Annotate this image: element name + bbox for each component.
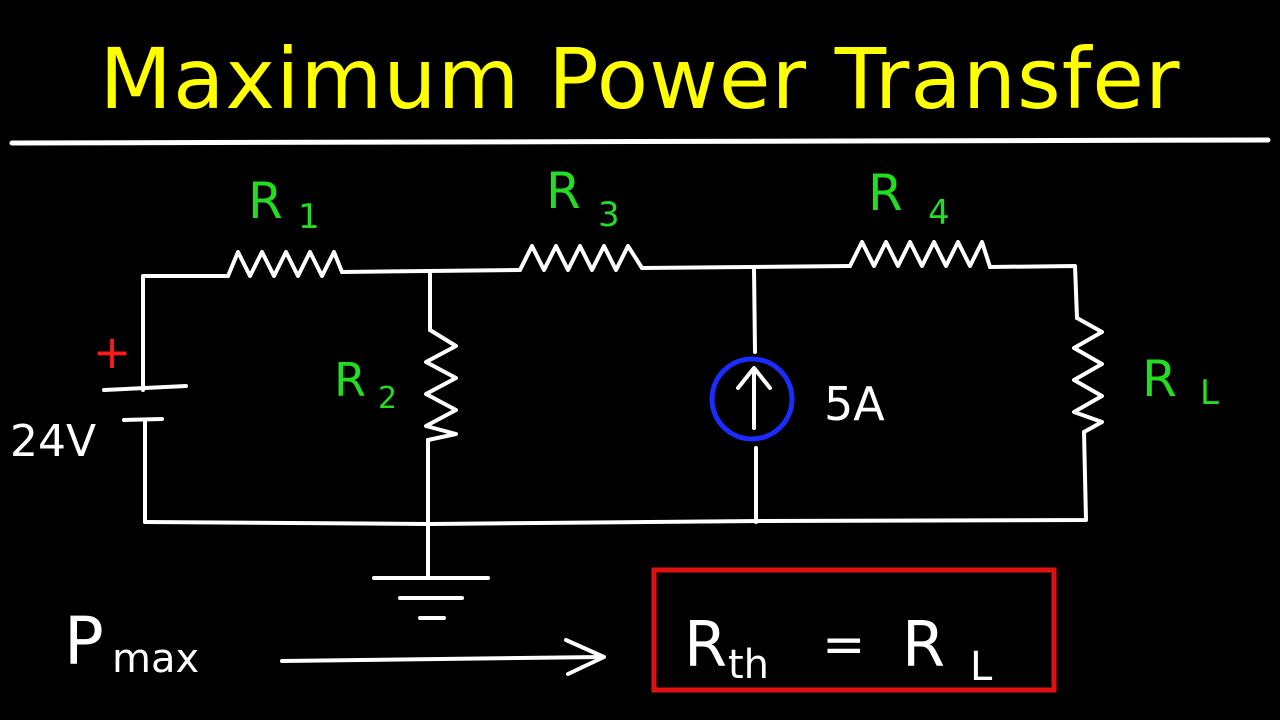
wire-top-mid <box>340 268 522 274</box>
label-r4: R 4 <box>868 164 950 233</box>
formula-text: R th = R L <box>684 608 993 690</box>
ground-symbol <box>372 576 490 620</box>
label-rl-sub: L <box>1200 373 1219 413</box>
arrow-head-icon <box>736 366 772 390</box>
label-r3-main: R <box>546 162 581 220</box>
label-rl-main: R <box>1142 350 1177 408</box>
label-r2: R 2 <box>334 353 397 416</box>
formula-rl-main: R <box>902 608 945 681</box>
label-r4-sub: 4 <box>928 193 950 233</box>
wire-top-right <box>640 264 852 270</box>
wire-right-top <box>988 264 1079 320</box>
resistor-r4-zigzag <box>848 240 992 269</box>
pmax-label: P max <box>64 603 199 682</box>
resistor-r1-zigzag <box>226 250 344 278</box>
resistor-r2-zigzag <box>424 328 458 442</box>
label-r1-main: R <box>248 172 283 230</box>
current-source <box>709 356 795 442</box>
resistor-rl-zigzag <box>1072 316 1104 434</box>
pmax-main: P <box>64 603 104 680</box>
formula-rth-sub: th <box>728 642 769 688</box>
formula-rth-main: R <box>684 608 727 681</box>
label-r1-sub: 1 <box>298 197 320 237</box>
wire-cs-top <box>752 266 757 354</box>
label-r3: R 3 <box>546 162 620 235</box>
page-title: Maximum Power Transfer <box>99 30 1180 128</box>
current-value: 5A <box>824 377 885 431</box>
current-source-circle <box>709 356 795 442</box>
voltage-source <box>102 384 188 422</box>
circuit-wires <box>141 264 1088 580</box>
label-rl: R L <box>1142 350 1219 413</box>
label-r2-main: R <box>334 353 366 407</box>
resistor-r3-zigzag <box>518 244 644 272</box>
title-underline <box>9 137 1271 146</box>
pmax-sub: max <box>112 636 199 682</box>
formula-box <box>651 567 1057 693</box>
formula-equals: = <box>822 615 866 675</box>
label-r3-sub: 3 <box>598 195 620 235</box>
label-r1: R 1 <box>248 172 320 237</box>
wire-bottom <box>143 430 1088 526</box>
voltage-value: 24V <box>10 416 96 467</box>
battery-long-plate <box>102 384 188 392</box>
arrow-right-icon <box>280 638 606 676</box>
formula-rl-sub: L <box>970 644 993 690</box>
label-r2-sub: 2 <box>378 381 397 416</box>
battery-short-plate <box>122 417 164 422</box>
polarity-plus: + <box>93 325 132 379</box>
label-r4-main: R <box>868 164 903 222</box>
wire-left-top <box>141 274 230 392</box>
